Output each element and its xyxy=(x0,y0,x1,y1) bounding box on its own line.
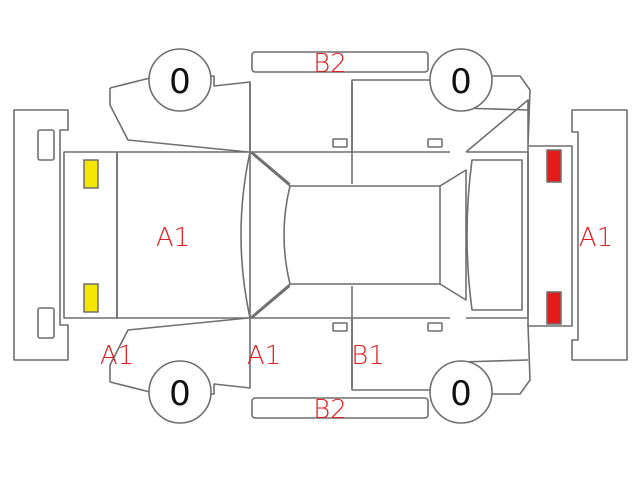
rear-lamp-bottom xyxy=(546,291,562,325)
bottom-side-rocker xyxy=(251,397,429,419)
front-bumper-slot-top xyxy=(37,129,55,161)
tire-value-rear-right: 0 xyxy=(450,374,472,414)
code-rear-bumper: A1 xyxy=(579,223,613,253)
code-rear-left-door: B1 xyxy=(351,341,385,371)
rear-bumper xyxy=(571,109,628,361)
top-door-handle-front xyxy=(332,138,348,148)
code-bottom-side: B2 xyxy=(313,395,347,425)
code-front-left-corner: A1 xyxy=(100,341,134,371)
tire-value-rear-left: 0 xyxy=(450,62,472,102)
bottom-side-body xyxy=(109,285,531,395)
wheel-rear-right xyxy=(429,360,493,424)
top-side-body xyxy=(109,75,531,185)
rear-lamp-top xyxy=(546,149,562,183)
front-lamp-top xyxy=(83,159,99,189)
top-view-body xyxy=(63,145,573,327)
top-side-rocker xyxy=(251,51,429,73)
front-bumper-slot-bottom xyxy=(37,307,55,339)
top-door-handle-rear xyxy=(427,138,443,148)
wheel-front-right xyxy=(148,360,212,424)
wheel-rear-left xyxy=(429,48,493,112)
wheel-front-left xyxy=(148,48,212,112)
tire-value-front-left: 0 xyxy=(169,62,191,102)
code-hood: A1 xyxy=(156,223,190,253)
bottom-door-handle-rear xyxy=(427,322,443,332)
front-bumper xyxy=(13,109,69,361)
bottom-door-handle-front xyxy=(332,322,348,332)
code-front-left-door: A1 xyxy=(247,341,281,371)
front-lamp-bottom xyxy=(83,283,99,313)
code-top-side: B2 xyxy=(313,49,347,79)
tire-value-front-right: 0 xyxy=(169,374,191,414)
